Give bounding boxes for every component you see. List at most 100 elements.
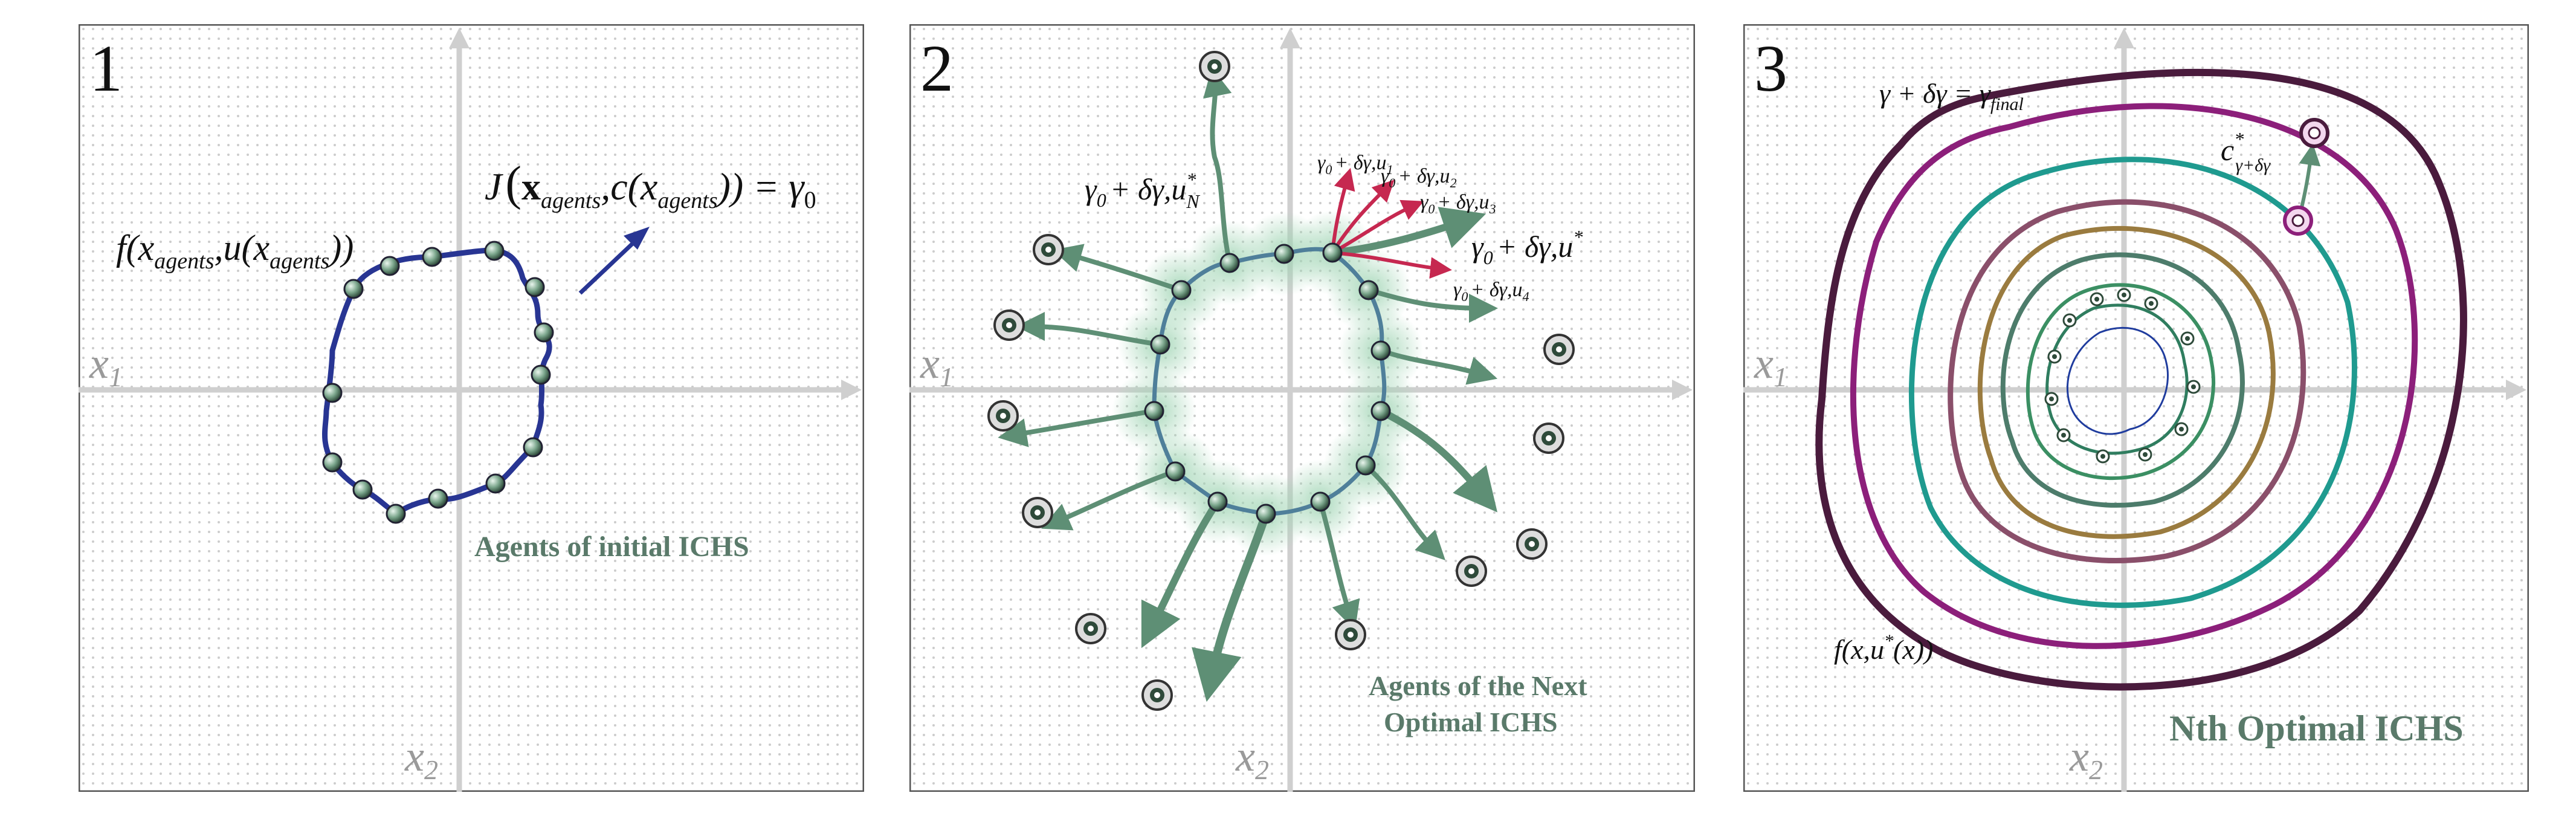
x1-axis-label: x1 — [1754, 339, 1787, 392]
label-u4: γ0+ δγ,u4 — [1453, 279, 1529, 304]
contour-9-final — [1815, 68, 2467, 691]
target-agent — [1033, 234, 1064, 265]
dynamics-label: f(x,u*(x)) — [1834, 631, 1933, 665]
highlighted-agent-upper — [2299, 118, 2329, 148]
final-level-label: γ + δγ = γfinal — [1879, 78, 2024, 114]
x2-axis-label: x2 — [2069, 732, 2103, 785]
agent — [525, 277, 545, 297]
agent — [2180, 331, 2195, 346]
cost-arrowhead — [624, 227, 650, 250]
x2-axis-arrowhead — [449, 28, 470, 48]
agent — [1165, 461, 1186, 482]
panel-2: 2 x1 x2 — [909, 24, 1695, 792]
agent — [2186, 380, 2201, 394]
x1-axis-arrowhead — [841, 380, 862, 400]
agent — [1310, 491, 1331, 512]
agent — [1358, 280, 1379, 300]
agent — [322, 452, 343, 473]
agent — [2047, 349, 2062, 364]
agent-trajectories — [998, 67, 1498, 702]
highlighted-agent-lower — [2283, 206, 2313, 236]
inner-agents — [2044, 288, 2201, 464]
label-uN: γ0+ δγ,u*N — [1085, 169, 1200, 212]
dynamics-label: f(xagents,u(xagents)) — [116, 228, 353, 274]
panel-caption-line1: Agents of the Next — [1369, 670, 1587, 701]
agent — [1370, 401, 1391, 421]
target-agent — [987, 400, 1019, 432]
contour-5 — [1977, 225, 2276, 539]
agent — [422, 247, 442, 267]
target-agent — [993, 309, 1025, 341]
x2-axis-arrowhead — [2114, 28, 2134, 48]
panel-1-canvas: 1 x1 x2 f(xagents,u(xagents)) J(xagents,… — [79, 24, 864, 792]
x1-axis-arrowhead — [2506, 380, 2526, 400]
target-agent — [1456, 555, 1487, 587]
x1-axis-label: x1 — [920, 339, 954, 392]
target-agent — [1075, 613, 1106, 644]
contour-4 — [2000, 252, 2245, 508]
target-agent — [1141, 679, 1173, 711]
agent — [1256, 504, 1276, 524]
label-u2: γ0+ δγ,u2 — [1381, 165, 1457, 190]
grid-background — [1743, 24, 2529, 792]
cost-label: J(xagents,c(xagents)) = γ0 — [485, 157, 816, 213]
panel-1: 1 x1 x2 f(xagents,u(xagents)) J(xagents,… — [79, 24, 864, 792]
next-agents — [987, 51, 1575, 711]
agent — [2062, 313, 2077, 328]
cost-arrow — [578, 240, 636, 295]
agent — [2144, 296, 2158, 311]
agent — [1144, 401, 1164, 421]
contour-2 — [2045, 303, 2189, 455]
agent — [2117, 288, 2131, 302]
agent — [1219, 253, 1240, 273]
contour-7 — [1909, 157, 2357, 608]
panel-3-canvas: 3 x1 x2 γ + δγ = γfinal — [1743, 24, 2529, 792]
agent — [343, 279, 364, 299]
panel-caption: Agents of initial ICHS — [474, 531, 749, 563]
label-ustar: γ0+ δγ,u* — [1471, 226, 1583, 268]
agent — [1274, 244, 1294, 264]
agent — [322, 383, 343, 403]
agent — [2056, 428, 2071, 442]
panel-number: 3 — [1754, 31, 1787, 105]
agent — [2174, 422, 2189, 436]
agent — [1150, 334, 1170, 355]
contour-8 — [1850, 103, 2418, 649]
initial-agents — [322, 241, 554, 524]
x1-axis-arrowhead — [1672, 380, 1693, 400]
x1-axis-label: x1 — [89, 339, 123, 392]
agent — [379, 256, 400, 276]
target-agent — [1199, 51, 1230, 82]
panel-number: 2 — [920, 31, 954, 105]
panel-caption-line2: Optimal ICHS — [1384, 707, 1558, 737]
agent — [2044, 392, 2059, 406]
agent — [1355, 455, 1376, 476]
agent — [1370, 340, 1391, 361]
panel-number: 1 — [89, 31, 123, 105]
target-agent — [1516, 528, 1548, 560]
target-agent — [1533, 423, 1564, 454]
agent — [428, 488, 448, 509]
agent — [2096, 449, 2110, 464]
target-agent — [1335, 619, 1366, 650]
x2-axis-label: x2 — [1235, 732, 1269, 785]
agent — [531, 364, 551, 385]
agent — [386, 504, 406, 524]
agent — [1171, 280, 1192, 300]
label-u3: γ0+ δγ,u3 — [1420, 191, 1496, 216]
panel-3: 3 x1 x2 γ + δγ = γfinal — [1743, 24, 2529, 792]
agent — [2138, 447, 2152, 462]
panel-2-canvas: 2 x1 x2 — [909, 24, 1695, 792]
agent — [485, 473, 506, 494]
contour-6 — [1948, 199, 2306, 563]
agent — [1207, 491, 1228, 512]
panel-caption: Nth Optimal ICHS — [2169, 708, 2464, 748]
target-agent — [1022, 497, 1053, 528]
x2-axis-label: x2 — [404, 732, 438, 785]
grid-background — [909, 24, 1695, 792]
agent — [523, 437, 543, 458]
grid-background — [79, 24, 864, 792]
agent — [534, 322, 554, 343]
panel-border — [1743, 24, 2529, 792]
contour-3 — [2026, 283, 2216, 481]
